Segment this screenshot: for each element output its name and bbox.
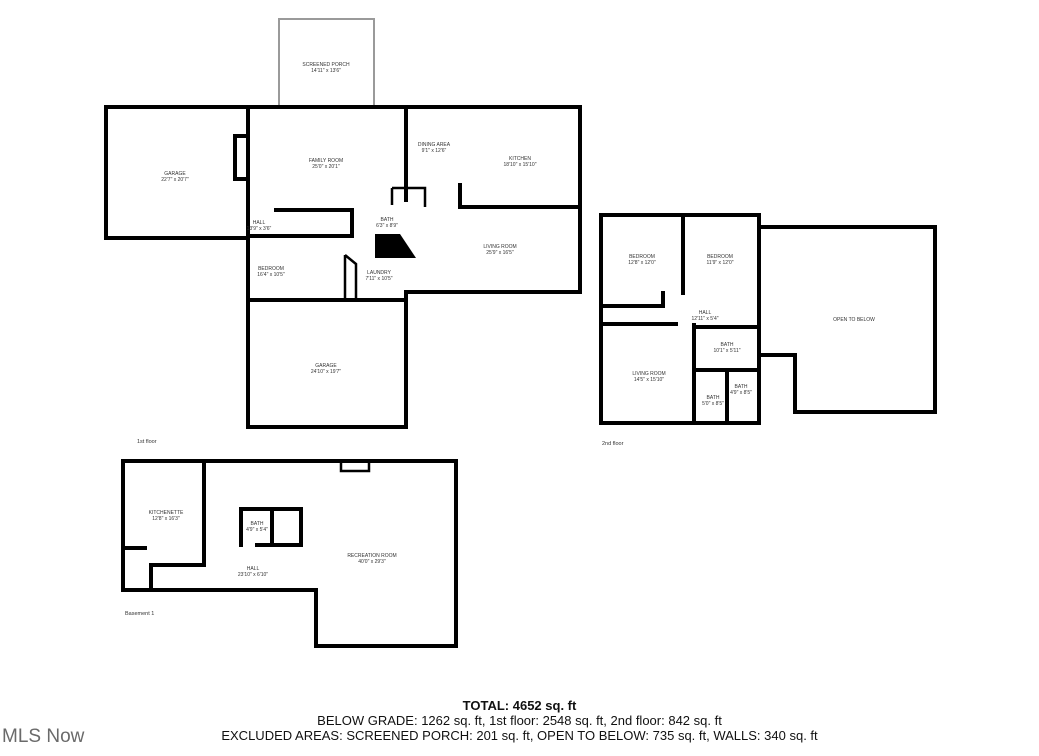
room-dims: 16'4" x 10'5" <box>257 272 285 278</box>
basement-walls <box>121 459 458 648</box>
room-name: GARAGE <box>315 363 337 369</box>
room-name: BEDROOM <box>629 254 655 260</box>
room-name: BATH <box>251 521 264 527</box>
area-breakdown: BELOW GRADE: 1262 sq. ft, 1st floor: 254… <box>317 713 722 728</box>
room-dims: 14'11" x 13'6" <box>311 68 341 74</box>
room-name: GARAGE <box>164 171 186 177</box>
room-dims: 7'11" x 10'5" <box>365 276 392 282</box>
room-dims: 25'9" x 16'5" <box>486 250 514 256</box>
room-dims: 4'9" x 8'5" <box>730 390 752 396</box>
second-floor-walls <box>599 213 937 425</box>
room-dims: 12'8" x 16'3" <box>152 516 180 522</box>
room-dims: 13'9" x 3'6" <box>247 226 272 232</box>
room-name: SCREENED PORCH <box>302 62 350 68</box>
room-name: LIVING ROOM <box>483 244 516 250</box>
room-dims: 40'0" x 29'3" <box>358 559 386 565</box>
room-dims: 11'9" x 12'0" <box>706 260 733 266</box>
room-dims: 22'7" x 20'7" <box>161 177 189 183</box>
room-name: DINING AREA <box>418 142 451 148</box>
room-name: BATH <box>721 342 734 348</box>
room-dims: 14'5" x 15'10" <box>634 377 664 383</box>
mls-now-logo: MLS Now <box>2 726 85 747</box>
room-dims: 9'1" x 12'6" <box>422 148 447 154</box>
room-dims: 25'0" x 20'1" <box>312 164 340 170</box>
room-name: FAMILY ROOM <box>309 158 343 164</box>
excluded-areas: EXCLUDED AREAS: SCREENED PORCH: 201 sq. … <box>221 728 818 743</box>
room-name: LIVING ROOM <box>632 371 665 377</box>
room-name: RECREATION ROOM <box>347 553 396 559</box>
room-dims: 24'10" x 19'7" <box>311 369 341 375</box>
first-floor-walls <box>104 18 582 429</box>
room-dims: 12'8" x 12'0" <box>628 260 656 266</box>
room-name: KITCHENETTE <box>149 510 184 516</box>
room-name: KITCHEN <box>509 156 531 162</box>
room-name: BATH <box>735 384 748 390</box>
room-name: HALL <box>247 566 260 572</box>
floor-label: 1st floor <box>137 439 157 445</box>
room-dims: 12'11" x 5'4" <box>691 316 718 322</box>
room-dims: 10'1" x 5'11" <box>713 348 740 354</box>
room-dims: 4'9" x 5'4" <box>246 527 268 533</box>
room-name: OPEN TO BELOW <box>833 317 875 323</box>
room-name: BATH <box>707 395 720 401</box>
room-name: BEDROOM <box>707 254 733 260</box>
svg-text:OPEN TO BELOW: OPEN TO BELOW <box>833 317 875 323</box>
room-name: LAUNDRY <box>367 270 391 276</box>
room-dims: 23'10" x 6'10" <box>238 572 268 578</box>
room-name: HALL <box>699 310 712 316</box>
floor-label: Basement 1 <box>125 611 154 617</box>
total-area: TOTAL: 4652 sq. ft <box>462 698 577 713</box>
room-dims: 18'10" x 15'10" <box>504 162 537 168</box>
room-dims: 6'3" x 8'9" <box>376 223 398 229</box>
room-name: HALL <box>253 220 266 226</box>
room-dims: 5'0" x 8'5" <box>702 401 724 407</box>
room-name: BATH <box>381 217 394 223</box>
room-name: BEDROOM <box>258 266 284 272</box>
floor-label: 2nd floor <box>602 441 624 447</box>
